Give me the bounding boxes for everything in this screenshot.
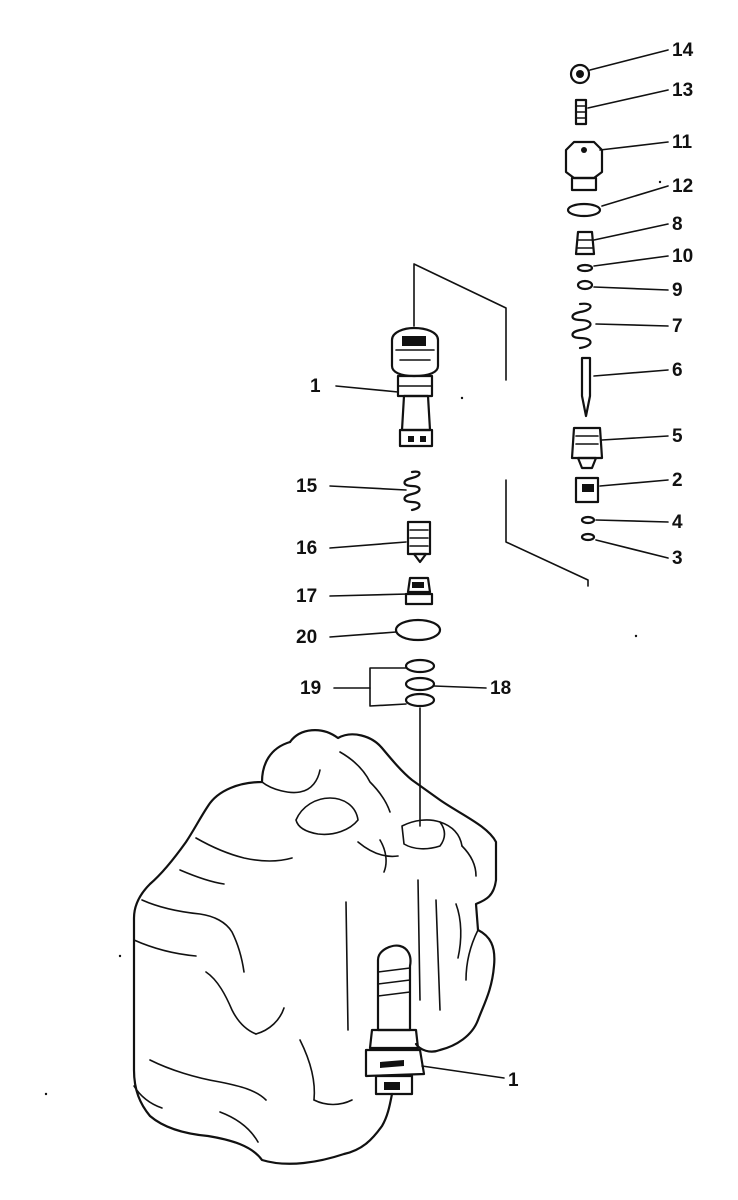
callout-15: 15 xyxy=(296,476,318,497)
callout-18: 18 xyxy=(490,678,511,699)
group-line-upper xyxy=(413,263,507,381)
callout-10: 10 xyxy=(672,246,693,267)
plug-17 xyxy=(404,576,434,606)
callout-7: 7 xyxy=(672,316,683,337)
cartridge-installed xyxy=(364,944,426,1096)
callout-1-upper: 1 xyxy=(310,376,321,397)
leader-lines xyxy=(329,49,669,1079)
o-ring-12 xyxy=(566,202,602,218)
o-ring-20 xyxy=(394,618,442,642)
plug-2 xyxy=(574,476,600,504)
needle-6 xyxy=(580,356,592,418)
ring-9 xyxy=(576,279,594,291)
callout-16: 16 xyxy=(296,538,317,559)
valve-housing xyxy=(132,729,498,1165)
spring-15 xyxy=(403,470,421,512)
piston-16 xyxy=(406,520,432,564)
callout-5: 5 xyxy=(672,426,683,447)
spring-7 xyxy=(571,302,592,350)
callout-6: 6 xyxy=(672,360,683,381)
seat-8 xyxy=(574,230,596,256)
callout-17: 17 xyxy=(296,586,317,607)
ring-3 xyxy=(580,532,596,542)
screw-13 xyxy=(574,98,588,126)
callout-12: 12 xyxy=(672,176,693,197)
cap-nut-11 xyxy=(564,140,604,192)
ring-10 xyxy=(576,263,594,273)
group-line-lower xyxy=(505,479,589,587)
callout-9: 9 xyxy=(672,280,683,301)
callout-4: 4 xyxy=(672,512,683,533)
callout-19: 19 xyxy=(300,678,321,699)
ring-4 xyxy=(580,515,596,525)
callout-2: 2 xyxy=(672,470,683,491)
cartridge-body xyxy=(390,326,440,448)
callout-3: 3 xyxy=(672,548,683,569)
callout-1-lower: 1 xyxy=(508,1070,519,1091)
callout-14: 14 xyxy=(672,40,694,61)
callout-labels: 14 13 11 12 8 10 9 7 6 5 2 4 3 1 15 16 1… xyxy=(296,40,694,1091)
callout-8: 8 xyxy=(672,214,683,235)
callout-20: 20 xyxy=(296,627,317,648)
callout-13: 13 xyxy=(672,80,693,101)
scan-specks xyxy=(44,180,662,1096)
ring-stack-18-19 xyxy=(404,658,436,708)
nut-14 xyxy=(569,63,591,85)
sleeve-5 xyxy=(570,426,604,470)
callout-11: 11 xyxy=(672,132,693,153)
